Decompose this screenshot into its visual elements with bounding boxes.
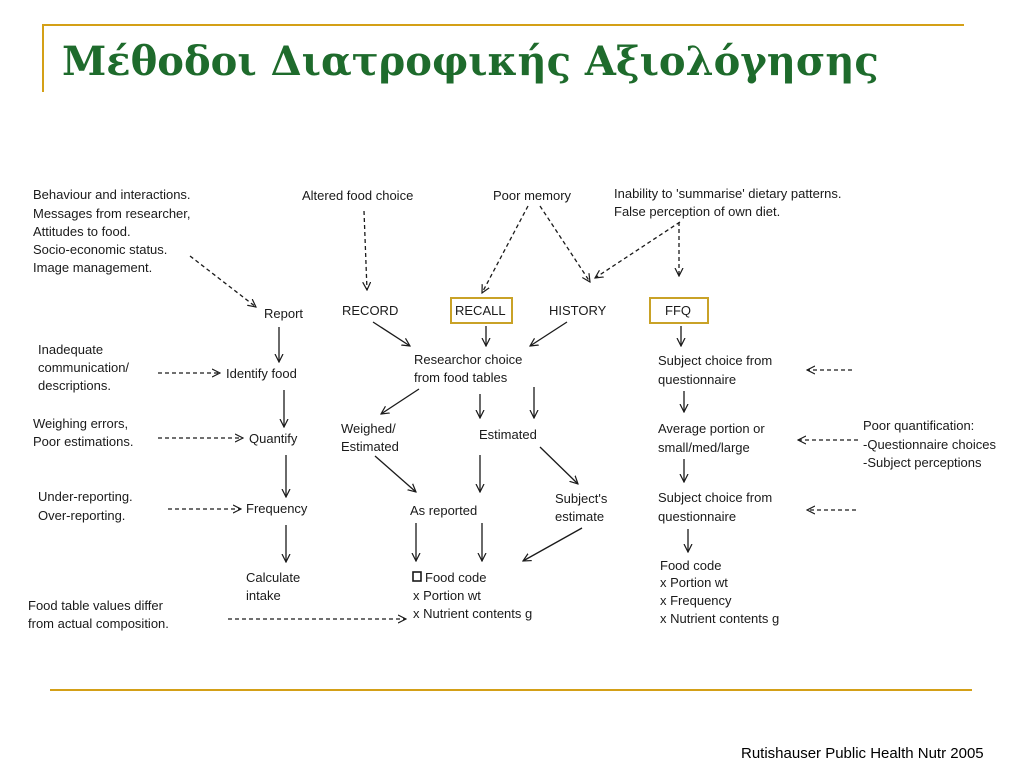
- ffq-nutrient-product: Food code x Portion wt x Frequency x Nut…: [660, 558, 779, 626]
- mid-nutrient-product: Food code x Portion wt x Nutrient conten…: [413, 570, 532, 621]
- food-table-values-text: Food table values differ from actual com…: [28, 598, 169, 631]
- svg-text:small/med/large: small/med/large: [658, 440, 750, 455]
- svg-text:Inadequate: Inadequate: [38, 342, 103, 357]
- svg-text:Under-reporting.: Under-reporting.: [38, 489, 133, 504]
- poor-memory-label: Poor memory: [493, 188, 572, 203]
- ffq-method-label: FFQ: [665, 303, 691, 318]
- svg-text:Researchor choice: Researchor choice: [414, 352, 522, 367]
- slide-title: Μέθοδοι Διατροφικής Αξιολόγησης: [62, 38, 879, 85]
- svg-text:from actual composition.: from actual composition.: [28, 616, 169, 631]
- behaviour-line: Socio-economic status.: [33, 242, 167, 257]
- svg-text:-Questionnaire choices: -Questionnaire choices: [863, 437, 996, 452]
- svg-text:-Subject perceptions: -Subject perceptions: [863, 455, 982, 470]
- behaviour-line: Behaviour and interactions.: [33, 187, 191, 202]
- svg-text:Estimated: Estimated: [341, 439, 399, 454]
- arrow-altered-to-record: [364, 210, 367, 290]
- arrow-history-to-researcher: [530, 321, 568, 346]
- svg-text:communication/: communication/: [38, 360, 129, 375]
- history-method-label: HISTORY: [549, 303, 607, 318]
- arrow-estimated-to-subjects-estimate: [539, 446, 578, 484]
- svg-text:Subject's: Subject's: [555, 491, 608, 506]
- report-label: Report: [264, 306, 303, 321]
- svg-text:Food code: Food code: [660, 558, 721, 573]
- arrow-researcher-to-weighed: [381, 388, 420, 414]
- calculate-intake-label: Calculate intake: [246, 570, 300, 603]
- svg-text:descriptions.: descriptions.: [38, 378, 111, 393]
- svg-text:x Frequency: x Frequency: [660, 593, 732, 608]
- inadequate-communication-text: Inadequate communication/ descriptions.: [38, 342, 129, 393]
- arrow-memory-to-recall: [482, 205, 529, 293]
- subjects-estimate-label: Subject's estimate: [555, 491, 608, 524]
- arrow-weighed-to-as-reported: [374, 455, 416, 492]
- svg-text:Calculate: Calculate: [246, 570, 300, 585]
- svg-text:x Nutrient contents g: x Nutrient contents g: [660, 611, 779, 626]
- subject-choice-label-2: Subject choice from questionnaire: [658, 490, 772, 524]
- svg-text:x Nutrient contents g: x Nutrient contents g: [413, 606, 532, 621]
- recall-highlight-box: [450, 297, 513, 324]
- arrow-memory-to-history: [539, 205, 590, 282]
- arrow-inability-to-history: [595, 221, 681, 278]
- svg-text:questionnaire: questionnaire: [658, 509, 736, 524]
- record-method-label: RECORD: [342, 303, 398, 318]
- svg-text:Over-reporting.: Over-reporting.: [38, 508, 125, 523]
- altered-food-choice-label: Altered food choice: [302, 188, 413, 203]
- solid-arrows: [279, 321, 688, 562]
- dashed-arrows: [158, 205, 858, 619]
- svg-text:Food table values differ: Food table values differ: [28, 598, 164, 613]
- recall-method-label: RECALL: [455, 303, 506, 318]
- frame-left-line: [42, 24, 44, 92]
- svg-text:questionnaire: questionnaire: [658, 372, 736, 387]
- svg-text:from food tables: from food tables: [414, 370, 508, 385]
- quantify-label: Quantify: [249, 431, 298, 446]
- svg-text:Food code: Food code: [425, 570, 486, 585]
- behaviour-line: Attitudes to food.: [33, 224, 131, 239]
- inability-line: Inability to 'summarise' dietary pattern…: [614, 186, 842, 201]
- researcher-choice-label: Researchor choice from food tables: [414, 352, 522, 385]
- svg-text:Weighed/: Weighed/: [341, 421, 396, 436]
- checkbox-icon: [412, 571, 422, 582]
- behaviour-line: Messages from researcher,: [33, 206, 191, 221]
- frame-top-line: [42, 24, 964, 26]
- subject-choice-label-1: Subject choice from questionnaire: [658, 353, 772, 387]
- ffq-highlight-box: [649, 297, 709, 324]
- inability-line: False perception of own diet.: [614, 204, 780, 219]
- arrow-behaviour-to-report: [189, 255, 256, 307]
- arrow-subjects-estimate-to-food-code: [523, 527, 583, 561]
- inability-factors: Inability to 'summarise' dietary pattern…: [614, 186, 842, 219]
- behaviour-line: Image management.: [33, 260, 152, 275]
- as-reported-label: As reported: [410, 503, 477, 518]
- frequency-label: Frequency: [246, 501, 308, 516]
- frame-bottom-line: [50, 689, 972, 691]
- estimated-label: Estimated: [479, 427, 537, 442]
- weighing-errors-text: Weighing errors, Poor estimations.: [33, 416, 133, 449]
- svg-text:Subject choice from: Subject choice from: [658, 353, 772, 368]
- svg-text:Subject choice from: Subject choice from: [658, 490, 772, 505]
- poor-quantification-text: Poor quantification: -Questionnaire choi…: [863, 418, 996, 470]
- average-portion-label: Average portion or small/med/large: [658, 421, 765, 455]
- svg-text:Average portion or: Average portion or: [658, 421, 765, 436]
- svg-text:estimate: estimate: [555, 509, 604, 524]
- svg-text:Poor quantification:: Poor quantification:: [863, 418, 974, 433]
- svg-text:Poor estimations.: Poor estimations.: [33, 434, 133, 449]
- under-reporting-text: Under-reporting. Over-reporting.: [38, 489, 133, 523]
- behaviour-factors: Behaviour and interactions. Messages fro…: [33, 187, 191, 275]
- svg-text:x Portion wt: x Portion wt: [660, 575, 728, 590]
- svg-text:Weighing errors,: Weighing errors,: [33, 416, 128, 431]
- arrow-record-to-researcher: [372, 321, 410, 346]
- weighed-estimated-label: Weighed/ Estimated: [341, 421, 399, 454]
- identify-food-label: Identify food: [226, 366, 297, 381]
- citation-text: Rutishauser Public Health Nutr 2005: [741, 745, 984, 762]
- svg-text:intake: intake: [246, 588, 281, 603]
- svg-text:x Portion wt: x Portion wt: [413, 588, 481, 603]
